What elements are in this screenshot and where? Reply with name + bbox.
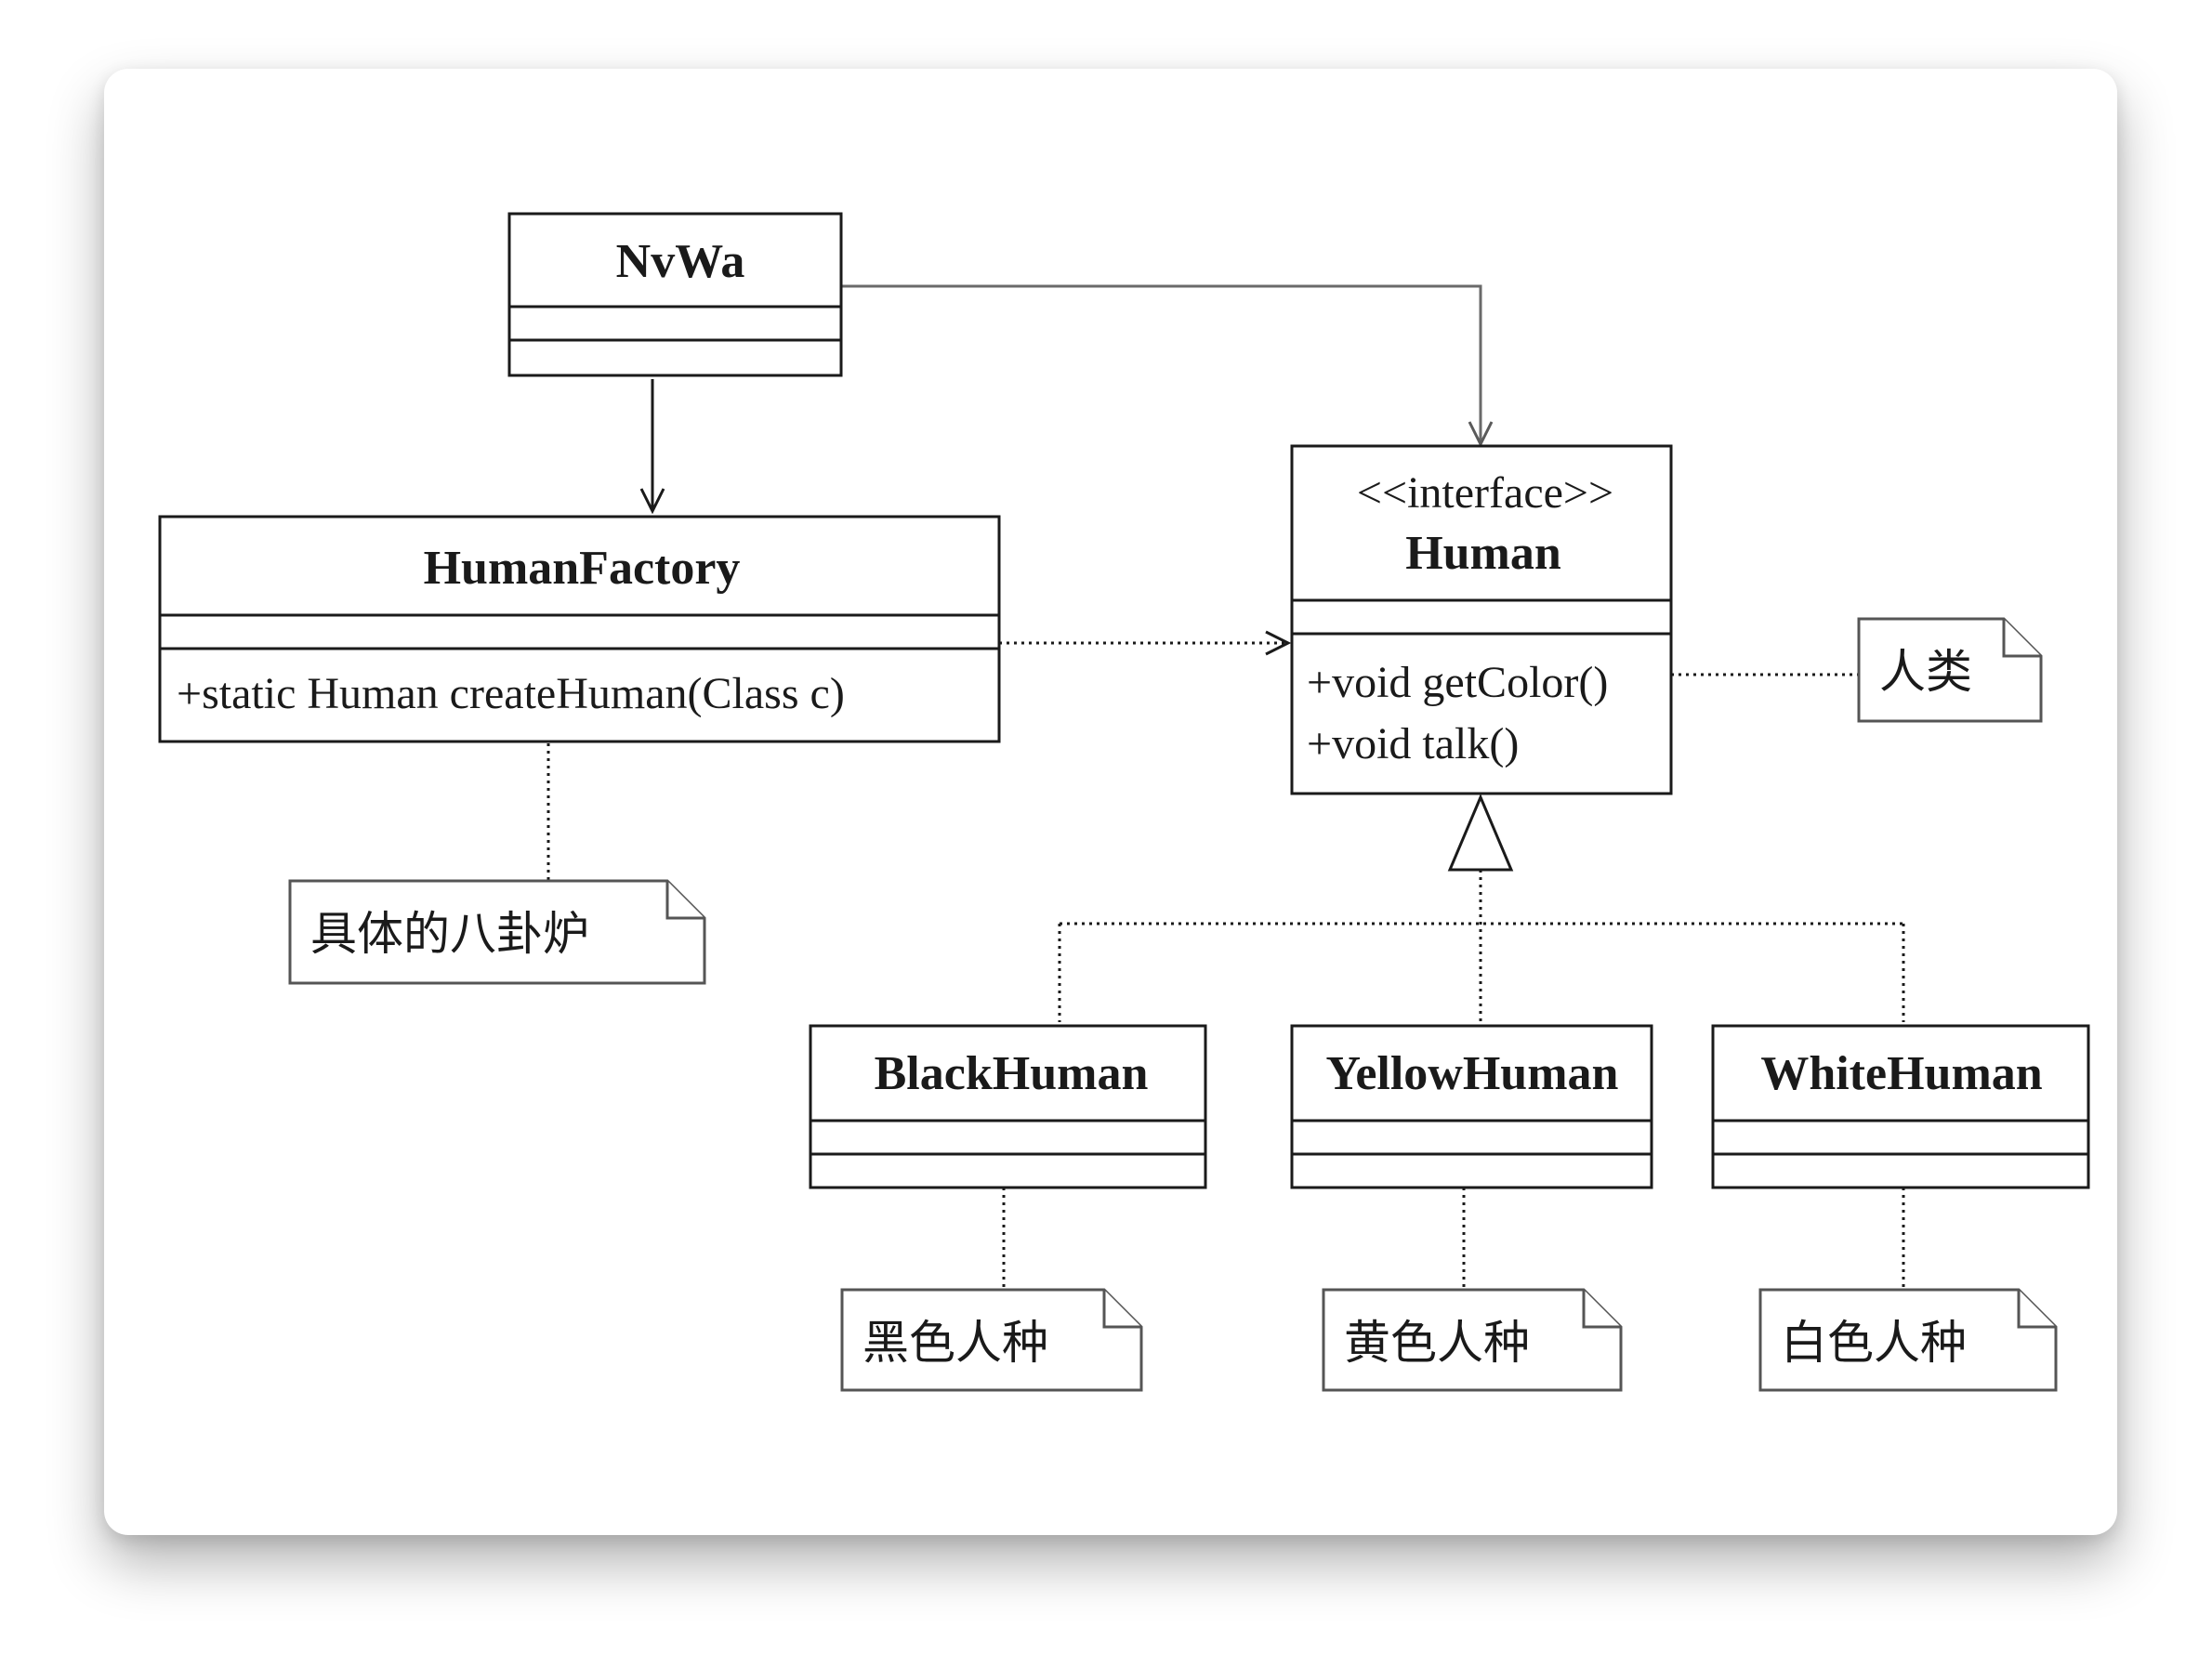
note-black[interactable]: 黑色人种 [840,1288,1143,1392]
class-yellow-human-name: YellowHuman [1326,1047,1619,1100]
interface-human-stereotype: <<interface>> [1357,468,1613,518]
note-factory[interactable]: 具体的八卦炉 [288,879,706,985]
class-black-human-name: BlackHuman [875,1047,1149,1100]
note-factory-text: 具体的八卦炉 [310,907,589,961]
note-human-text: 人类 [1879,645,1972,699]
nvwa-to-human-association [841,284,1481,444]
note-human[interactable]: 人类 [1857,617,2043,723]
class-white-human-name: WhiteHuman [1760,1047,2042,1100]
class-black-human[interactable]: BlackHuman [809,1024,1207,1189]
interface-human-name: Human [1405,527,1561,580]
operation-create-human: +static Human createHuman(Class c) [177,669,845,718]
class-white-human[interactable]: WhiteHuman [1711,1024,2090,1189]
operation-talk: +void talk() [1307,719,1519,768]
class-human-factory-name: HumanFactory [424,542,741,595]
class-nvwa[interactable]: NvWa [507,212,843,377]
note-black-text: 黑色人种 [862,1316,1048,1370]
class-yellow-human[interactable]: YellowHuman [1290,1024,1653,1189]
note-white-text: 白色人种 [1781,1316,1967,1370]
class-human-factory[interactable]: HumanFactory +static Human createHuman(C… [158,515,1001,743]
realization-triangle-icon [1447,794,1514,872]
note-yellow-text: 黄色人种 [1344,1316,1530,1370]
class-nvwa-name: NvWa [616,235,745,288]
interface-human[interactable]: <<interface>> Human +void getColor() +vo… [1290,444,1673,795]
note-white[interactable]: 白色人种 [1758,1288,2058,1392]
note-yellow[interactable]: 黄色人种 [1322,1288,1623,1392]
operation-get-color: +void getColor() [1307,658,1608,707]
